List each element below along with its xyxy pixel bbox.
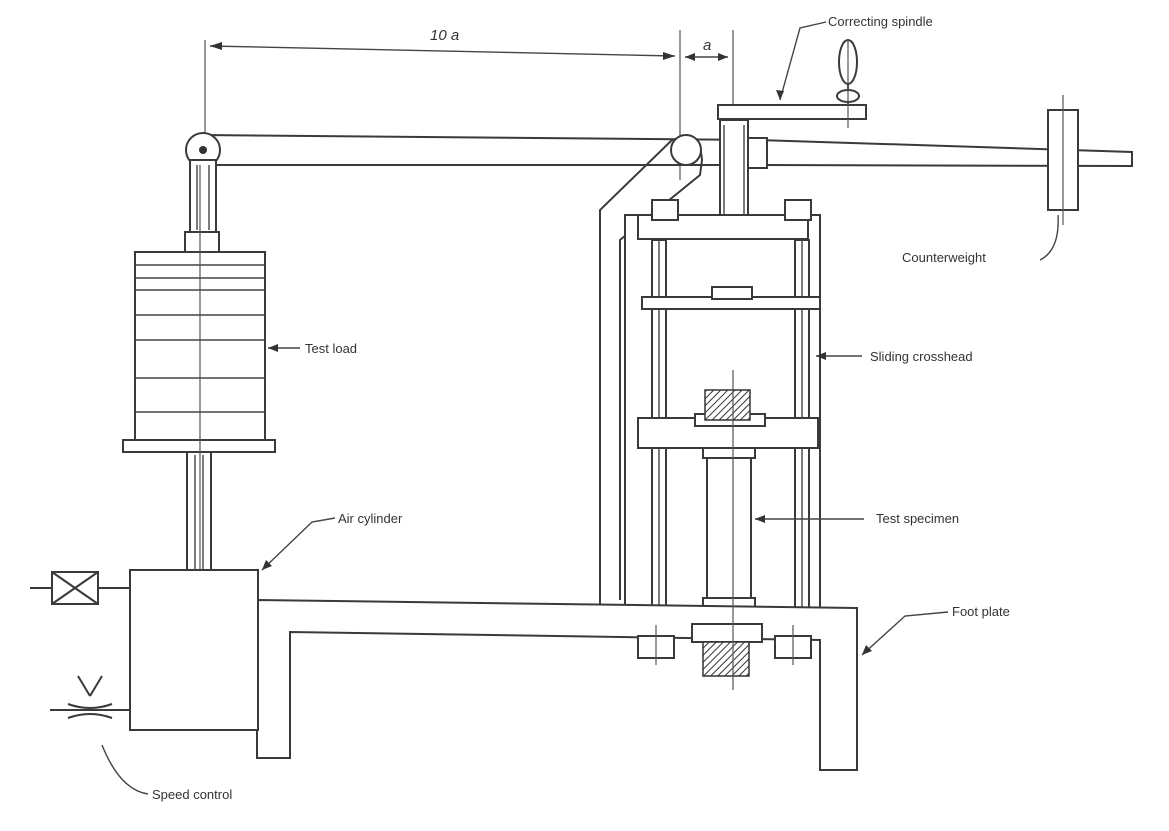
label-test-specimen: Test specimen [876,511,959,526]
label-sliding-crosshead: Sliding crosshead [870,349,973,364]
leader-lines [101,21,1059,795]
label-counterweight: Counterweight [902,250,986,265]
air-cylinder [30,569,259,731]
frame-hook-arm [599,134,704,610]
dimension-a-label: a [703,37,711,54]
dimension-10a-label: 10 a [430,27,459,44]
label-test-load: Test load [305,341,357,356]
label-foot-plate: Foot plate [952,604,1010,619]
foot-plate [256,598,858,771]
label-speed-control: Speed control [152,787,232,802]
speed-control-symbol [50,675,130,719]
lever-beam [185,95,1133,225]
label-air-cylinder: Air cylinder [338,511,403,526]
label-correcting-spindle: Correcting spindle [828,14,933,29]
test-load [122,159,276,730]
dimension-10a: 10 a [204,27,676,145]
test-specimen [702,447,756,611]
